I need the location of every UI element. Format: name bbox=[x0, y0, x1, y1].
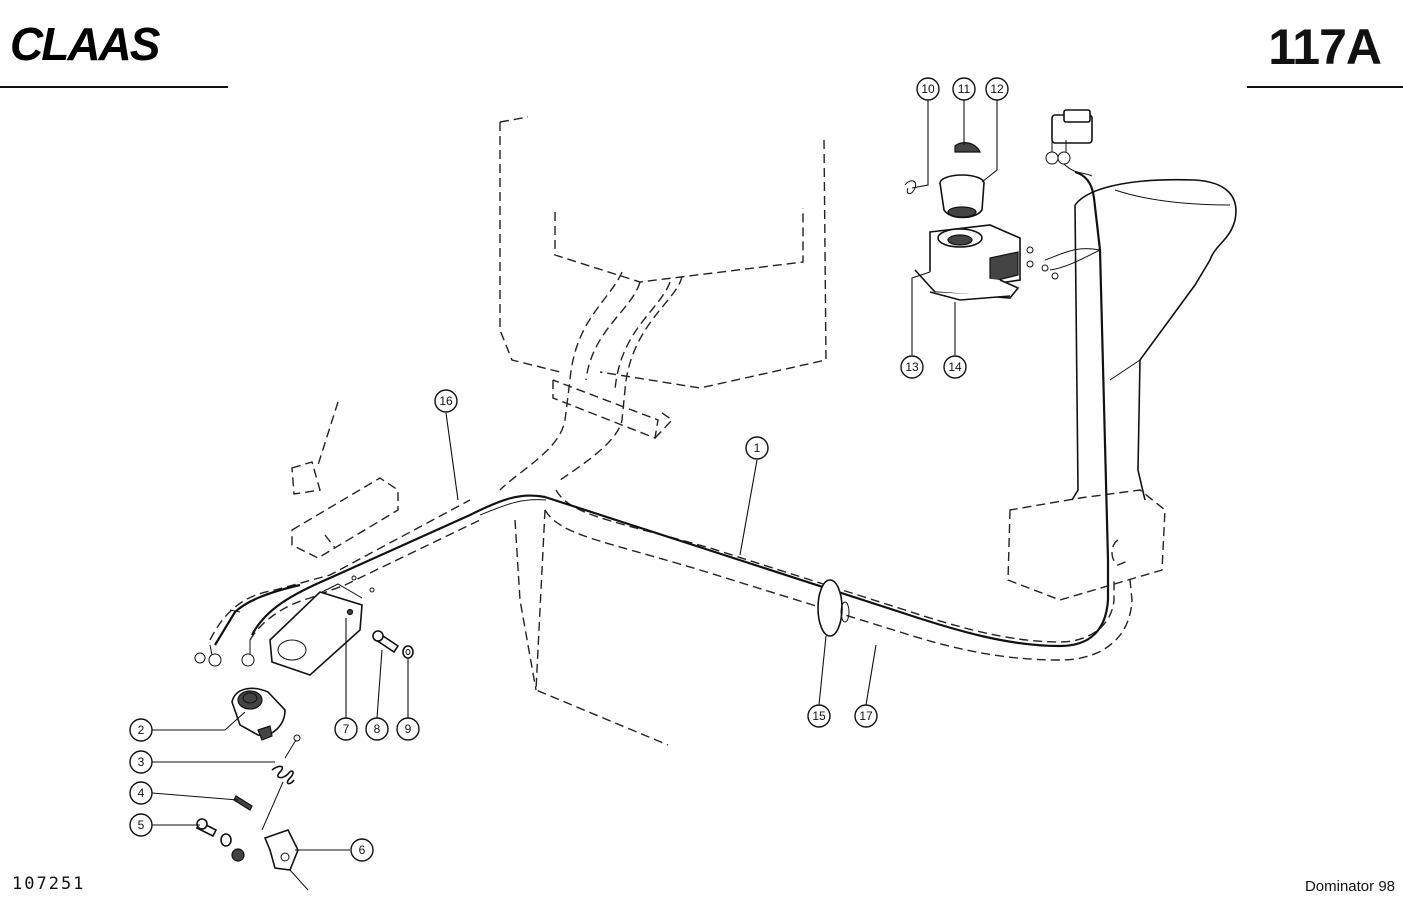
page-number: 117A bbox=[1268, 19, 1382, 75]
callout-4-label: 4 bbox=[138, 786, 145, 800]
callout-17-label: 17 bbox=[859, 709, 873, 723]
callout-6-label: 6 bbox=[359, 843, 366, 857]
callout-6: 6 bbox=[350, 838, 374, 862]
callout-9-label: 9 bbox=[405, 722, 412, 736]
callout-leaders bbox=[151, 100, 998, 851]
main-cable bbox=[214, 170, 1110, 648]
callout-12-label: 12 bbox=[990, 82, 1004, 96]
mounting-bracket bbox=[269, 575, 414, 676]
switch-parts bbox=[195, 687, 309, 891]
callout-15: 15 bbox=[807, 704, 831, 728]
claas-logo-mark: CLAAS bbox=[10, 18, 163, 70]
model-name: Dominator 98 bbox=[1304, 878, 1395, 895]
callout-2-label: 2 bbox=[138, 723, 145, 737]
callout-2: 2 bbox=[129, 718, 153, 742]
callout-12: 12 bbox=[985, 77, 1009, 101]
callout-3-label: 3 bbox=[138, 755, 145, 769]
callout-5: 5 bbox=[129, 813, 153, 837]
callout-17: 17 bbox=[854, 704, 878, 728]
callout-9: 9 bbox=[396, 717, 420, 741]
callout-7-label: 7 bbox=[343, 722, 350, 736]
callout-1: 1 bbox=[745, 436, 769, 460]
callout-10-label: 10 bbox=[921, 82, 935, 96]
callout-14-label: 14 bbox=[948, 360, 962, 374]
callout-16-label: 16 bbox=[439, 394, 453, 408]
callout-13-label: 13 bbox=[905, 360, 919, 374]
switch-assembly bbox=[1045, 109, 1093, 177]
callout-11-label: 11 bbox=[958, 82, 971, 96]
callout-7: 7 bbox=[334, 717, 358, 741]
callout-14: 14 bbox=[943, 355, 967, 379]
right-pillar bbox=[1071, 178, 1237, 501]
claas-logo-text: CLAAS bbox=[10, 22, 161, 66]
callout-16: 16 bbox=[434, 389, 458, 413]
claas-logo: CLAAS bbox=[10, 18, 235, 71]
lamp-housing bbox=[904, 142, 1059, 301]
drawing-number: 107251 bbox=[12, 874, 86, 894]
header-rule-right bbox=[1247, 86, 1403, 88]
callout-1-label: 1 bbox=[754, 441, 761, 455]
callout-4: 4 bbox=[129, 781, 153, 805]
callout-15-label: 15 bbox=[812, 709, 826, 723]
callout-13: 13 bbox=[900, 355, 924, 379]
callout-3: 3 bbox=[129, 750, 153, 774]
header-rule-left bbox=[0, 86, 228, 88]
callout-5-label: 5 bbox=[138, 818, 145, 832]
machine-outline bbox=[209, 116, 1166, 746]
callout-8: 8 bbox=[365, 717, 389, 741]
cable-connectors bbox=[194, 609, 255, 667]
callout-10: 10 bbox=[916, 77, 940, 101]
callout-8-label: 8 bbox=[374, 722, 381, 736]
ring-clip bbox=[817, 579, 850, 637]
callout-11: 11 bbox=[952, 77, 976, 101]
